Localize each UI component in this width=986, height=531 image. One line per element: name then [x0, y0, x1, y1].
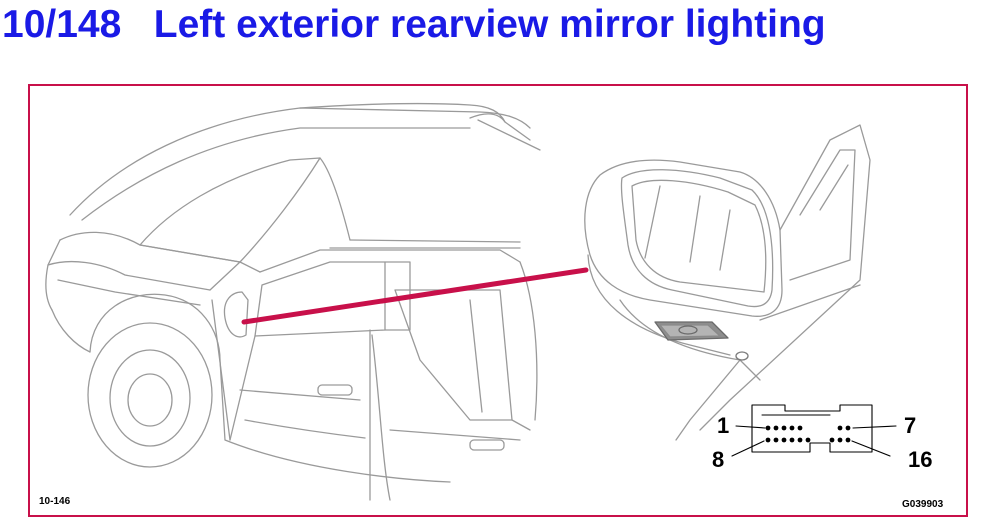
- mirror-closeup: [584, 124, 871, 441]
- figure-ref-right: G039903: [902, 499, 944, 510]
- diagram-frame: [28, 84, 968, 517]
- pin-label-7: 7: [904, 413, 917, 438]
- pin-label-8: 8: [712, 447, 725, 472]
- figure-ref-left: 10-146: [39, 496, 71, 507]
- pin-label-16: 16: [908, 447, 933, 472]
- connector-16-pin: [731, 404, 897, 457]
- page-title: 10/148 Left exterior rearview mirror lig…: [2, 3, 826, 46]
- pin-label-1: 1: [717, 413, 730, 438]
- pointer-line: [241, 267, 589, 325]
- car-illustration: [45, 102, 541, 501]
